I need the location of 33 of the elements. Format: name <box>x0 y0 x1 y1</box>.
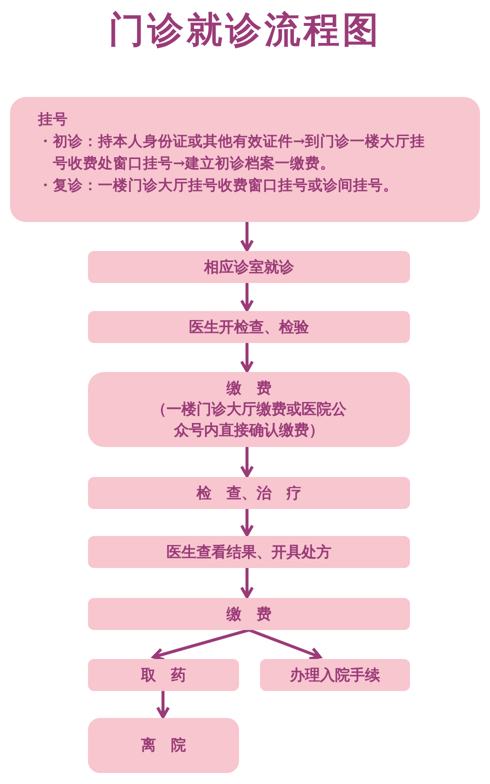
box-label: 缴 费 <box>226 378 272 399</box>
box-label: 相应诊室就诊 <box>204 256 294 278</box>
arrow <box>152 628 250 662</box>
process-box <box>88 477 410 509</box>
process-box <box>88 372 410 447</box>
box-label: 医生查看结果、开具处方 <box>166 542 332 562</box>
box-label: 缴 费 <box>226 604 272 624</box>
bullet-item: ・初诊：持本人身份证或其他有效证件→到门诊一楼大厅挂号收费处窗口挂号→建立初诊档案一缴费。 <box>38 132 426 174</box>
process-box <box>88 311 410 343</box>
arrow <box>240 222 254 252</box>
box-label: 检 查、治 疗 <box>196 482 302 504</box>
arrow <box>240 509 254 536</box>
box-heading: 挂号 <box>38 110 68 130</box>
arrow <box>240 283 254 312</box>
process-box <box>260 659 410 691</box>
box-label: 取 药 <box>141 664 186 686</box>
bullet-item: ・复诊：一楼门诊大厅挂号收费窗口挂号或诊间挂号。 <box>38 176 398 196</box>
title: 门诊就诊流程图 <box>108 8 382 53</box>
process-box <box>10 97 480 222</box>
process-box <box>88 598 410 630</box>
arrow <box>248 628 322 660</box>
box-label: 医生开检查、检验 <box>189 316 309 338</box>
process-box <box>88 718 239 773</box>
process-box <box>88 659 239 691</box>
arrow <box>240 447 254 478</box>
box-label: 离 院 <box>141 735 186 756</box>
arrow <box>156 691 170 718</box>
arrow <box>240 568 254 598</box>
box-note: （一楼门诊大厅缴费或医院公众号内直接确认缴费） <box>150 399 348 441</box>
box-label: 办理入院手续 <box>290 664 380 686</box>
arrow <box>240 343 254 372</box>
process-box <box>88 251 410 283</box>
process-box <box>88 536 410 568</box>
